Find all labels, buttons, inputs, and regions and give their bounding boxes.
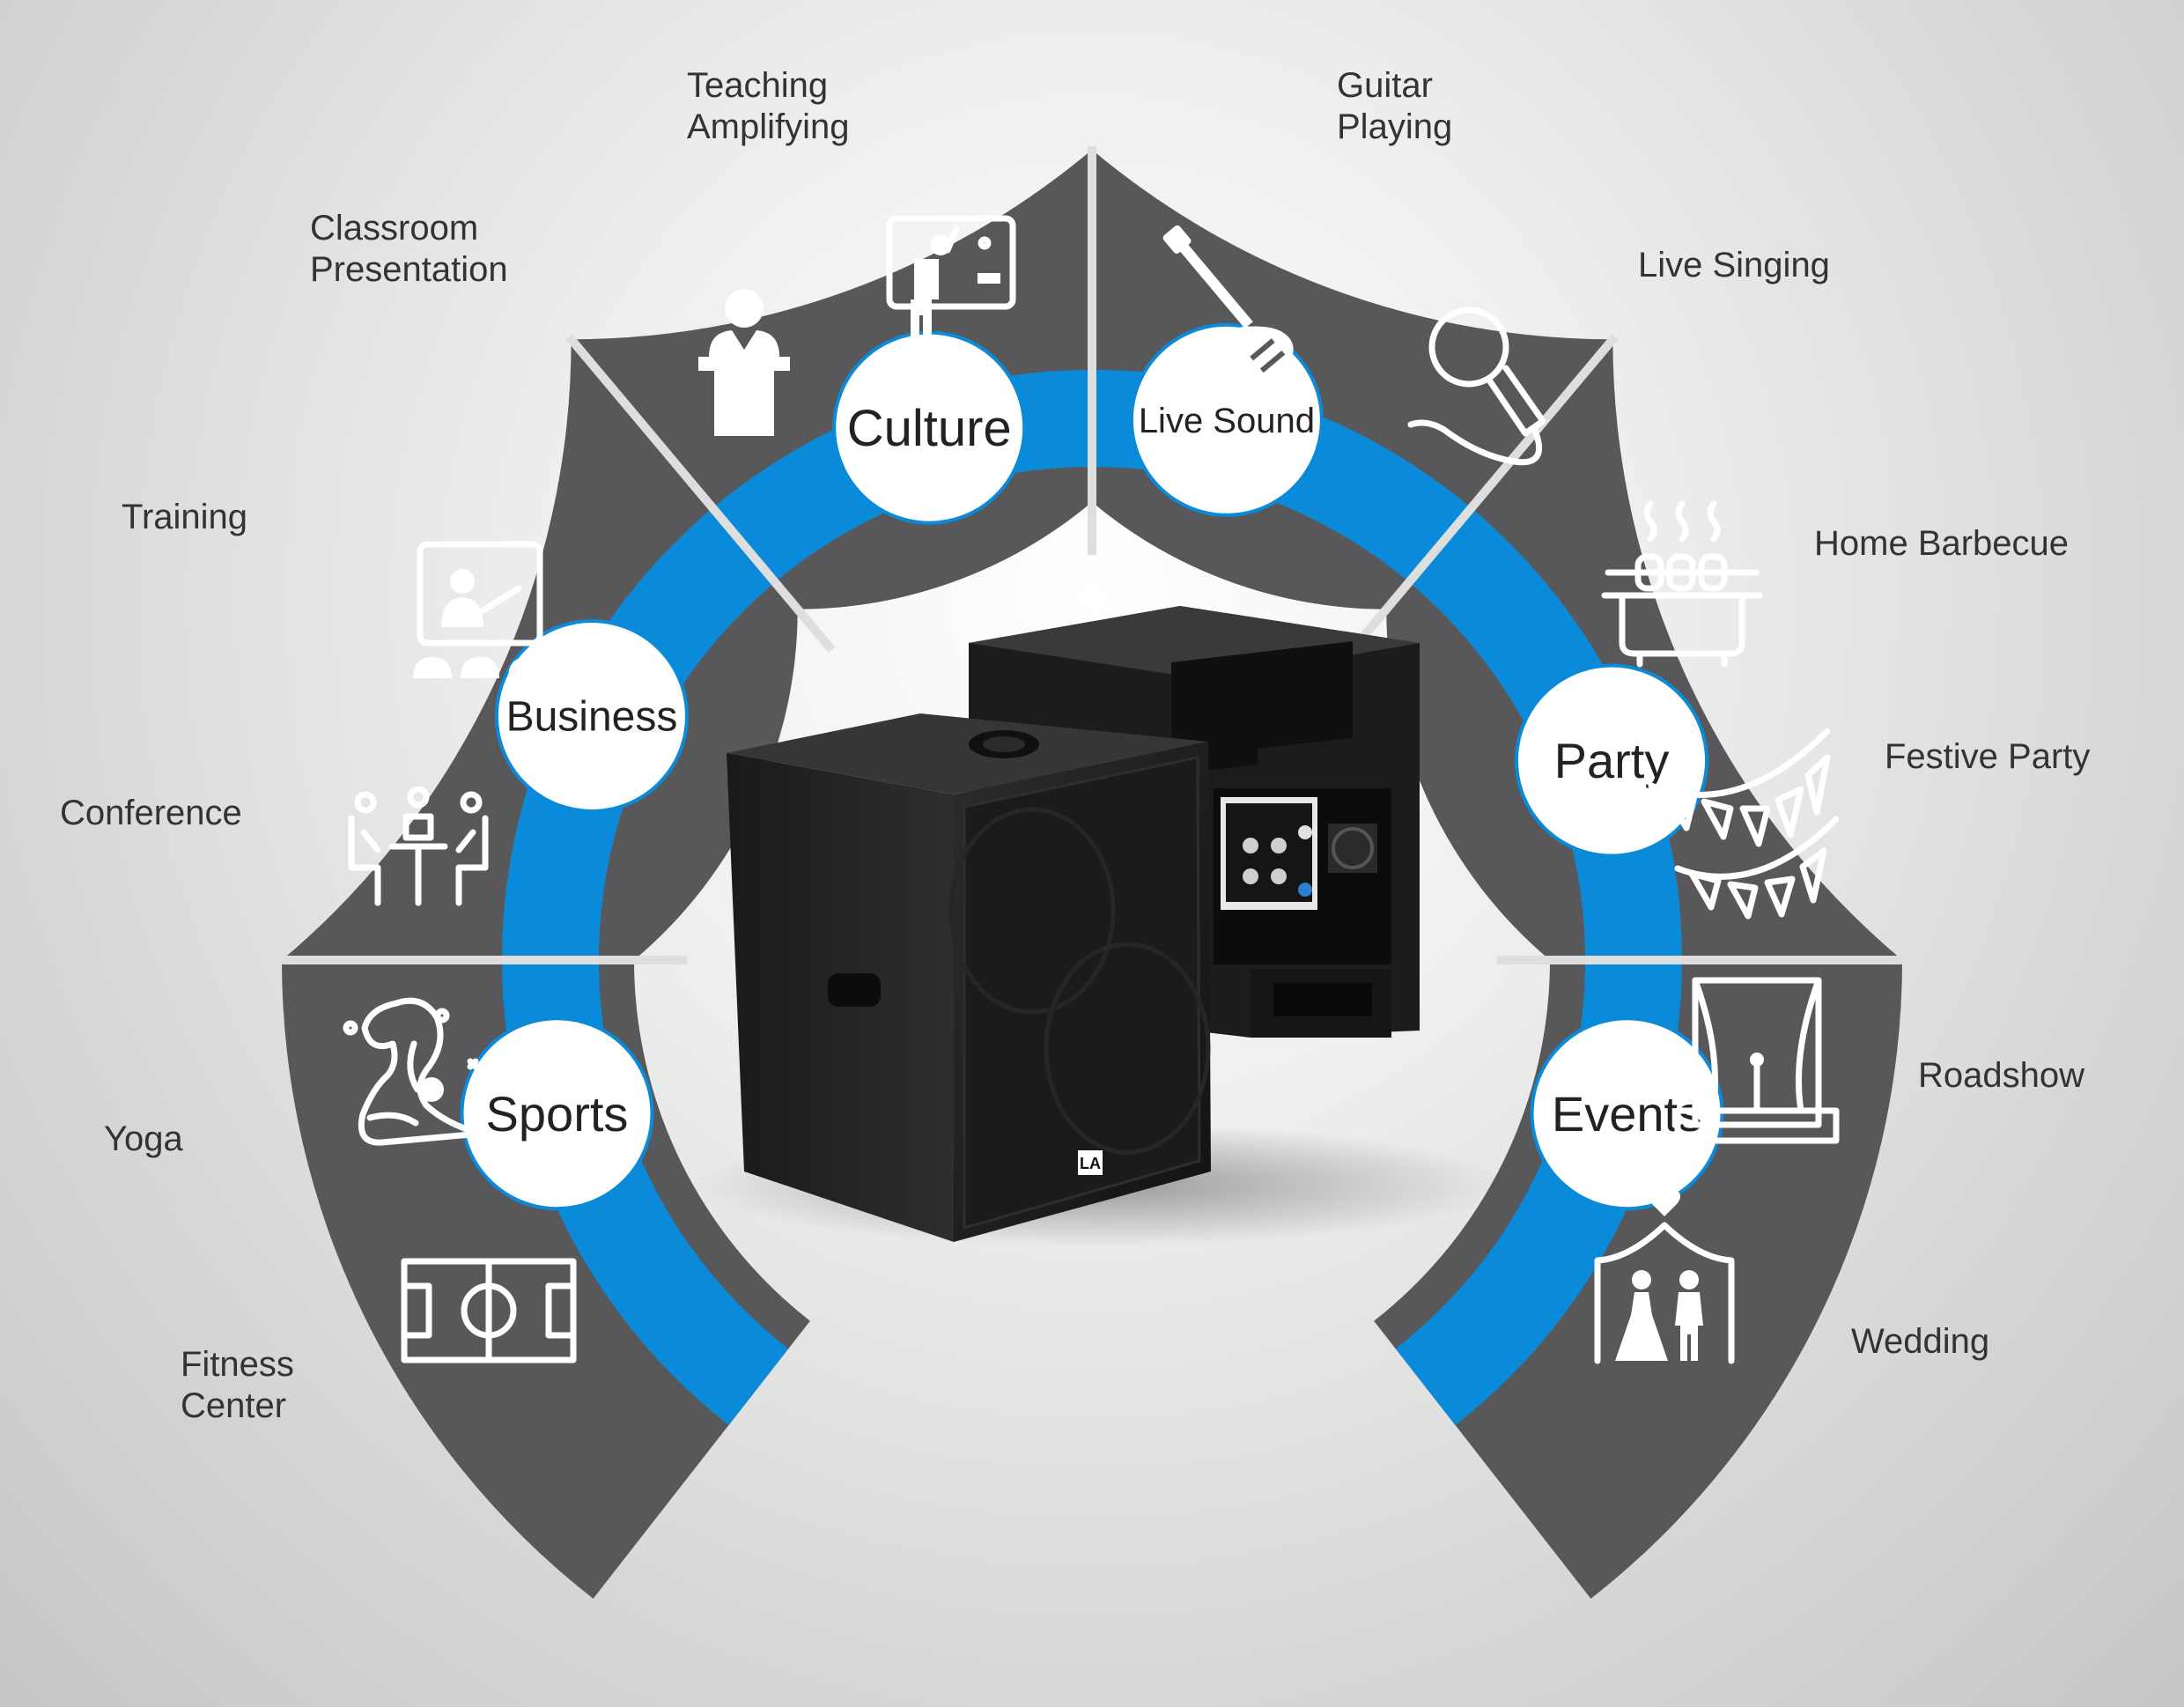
separator-line [565, 333, 836, 653]
bunting-flags-icon [1648, 728, 1840, 920]
scenario-icons [343, 215, 1840, 1364]
label-live-singing: Live Singing [1638, 246, 1830, 284]
label-roadshow: Roadshow [1918, 1056, 2084, 1095]
category-label-party: Party [1554, 733, 1670, 788]
stage-curtain-icon [1674, 977, 1840, 1144]
panel-separators [278, 146, 1906, 964]
category-label-sports: Sports [486, 1086, 629, 1142]
speaker-product-image: LA [696, 606, 1506, 1246]
electric-guitar-icon [1162, 225, 1300, 403]
wedding-couple-icon [1594, 1190, 1735, 1364]
badge-party[interactable]: Party [1515, 663, 1709, 858]
teacher-blackboard-icon [886, 215, 1016, 352]
badge-events[interactable]: Events [1530, 1016, 1724, 1211]
podium-speaker-icon [698, 289, 790, 436]
separator-line [1348, 333, 1619, 653]
panel-party [1386, 339, 1902, 960]
front-speaker: LA [727, 713, 1211, 1242]
category-label-business: Business [506, 694, 678, 741]
badge-culture[interactable]: Culture [832, 330, 1027, 525]
football-field-icon [401, 1258, 577, 1363]
label-conference: Conference [60, 794, 242, 832]
category-label-culture: Culture [847, 400, 1012, 457]
label-home-barbecue: Home Barbecue [1814, 524, 2069, 563]
label-wedding: Wedding [1851, 1322, 1989, 1361]
badge-circle [1515, 663, 1709, 858]
category-label-live-sound: Live Sound [1139, 402, 1315, 440]
microphone-icon [1407, 307, 1546, 466]
label-training: Training [122, 498, 247, 536]
badge-sports[interactable]: Sports [460, 1016, 654, 1211]
barbecue-grill-icon [1601, 500, 1763, 668]
badge-circle [460, 1016, 654, 1211]
label-yoga: Yoga [104, 1120, 184, 1158]
brand-logo: LA [1080, 1155, 1101, 1172]
label-festive-party: Festive Party [1885, 737, 2090, 776]
badge-business[interactable]: Business [494, 618, 689, 813]
training-screen-icon [413, 541, 547, 678]
meeting-table-icon [348, 786, 489, 906]
yoga-pose-icon [343, 997, 484, 1146]
